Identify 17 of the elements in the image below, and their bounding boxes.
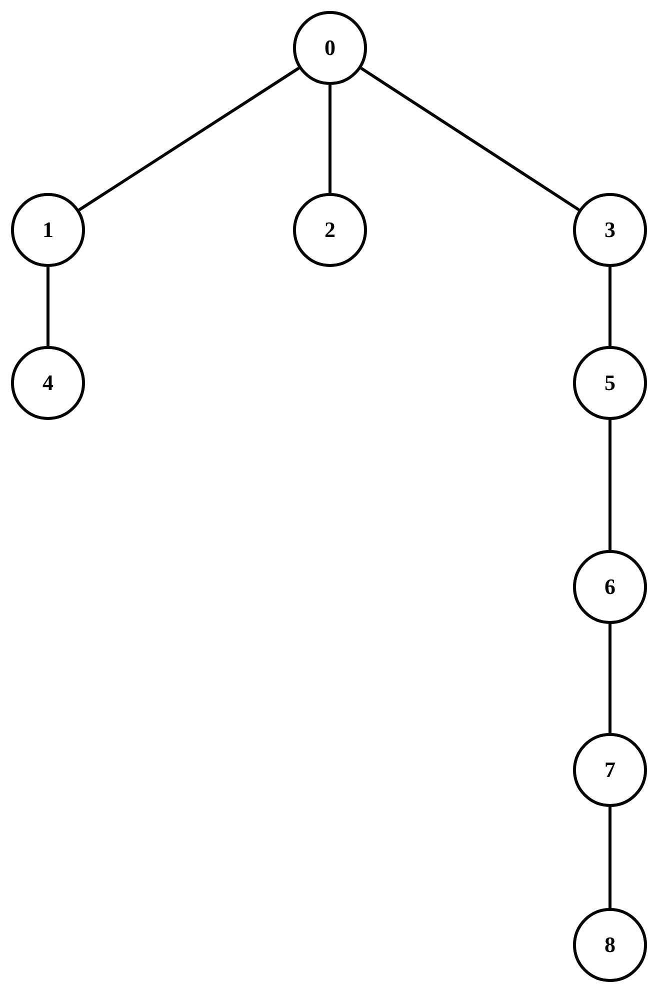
- node-number: 7: [604, 757, 616, 783]
- connector-line: [608, 624, 612, 733]
- connector-line: [328, 85, 332, 193]
- connector-line: [608, 807, 612, 908]
- connector-line: [360, 66, 580, 212]
- node-number: 8: [604, 932, 616, 958]
- node-number: 0: [324, 35, 336, 61]
- connector-line: [78, 66, 300, 212]
- connector-line: [46, 267, 50, 346]
- node-number: 1: [42, 217, 54, 243]
- node-number: 6: [604, 574, 616, 600]
- node-number: 5: [604, 370, 616, 396]
- node-number: 2: [324, 217, 336, 243]
- node-number: 4: [42, 370, 54, 396]
- connector-line: [608, 420, 612, 550]
- connector-line: [608, 267, 612, 346]
- node-number: 3: [604, 217, 616, 243]
